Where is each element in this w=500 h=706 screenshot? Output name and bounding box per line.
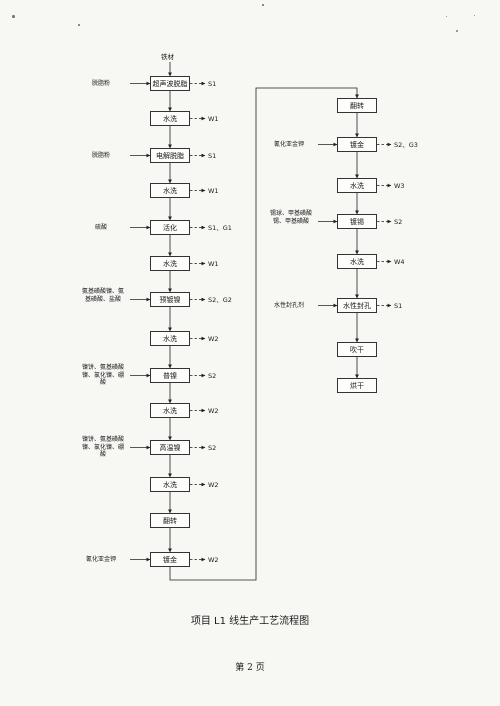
left_column-step-6-outputs: S2、G2 bbox=[208, 295, 232, 304]
right_column-step-7-box: 烘干 bbox=[337, 378, 377, 393]
left_column-step-9-box: 水洗 bbox=[150, 403, 190, 418]
left_column-step-11-box: 水洗 bbox=[150, 477, 190, 492]
right_column-step-5-input: 水性封孔剂 bbox=[273, 301, 304, 309]
left_column-step-3-box: 水洗 bbox=[150, 183, 190, 198]
right_column-step-1-outputs: S2、G3 bbox=[394, 140, 418, 149]
scan-speck bbox=[78, 24, 80, 26]
scan-speck bbox=[262, 4, 264, 6]
left_column-step-8-box: 普镍 bbox=[150, 368, 190, 383]
scan-speck bbox=[446, 16, 448, 18]
left_column-step-0-outputs: S1 bbox=[208, 79, 217, 88]
left_column-step-4-input: 硫酸 bbox=[94, 223, 107, 231]
left_column-step-10-box: 高温镍 bbox=[150, 440, 190, 455]
right_column-step-1-box: 镀金 bbox=[337, 137, 377, 152]
right_column-step-3-box: 镀锡 bbox=[337, 214, 377, 229]
left_column-step-6-box: 预镀镍 bbox=[150, 292, 190, 307]
left_column-step-4-box: 活化 bbox=[150, 220, 190, 235]
left_column-step-0-box: 超声波脱脂 bbox=[150, 76, 190, 91]
right_column-step-4-outputs: W4 bbox=[394, 257, 405, 266]
left_column-step-0-input: 脱脂粉 bbox=[91, 79, 110, 87]
left_column-step-4-outputs: S1、G1 bbox=[208, 223, 232, 232]
scan-speck bbox=[456, 30, 459, 33]
left_column-step-6-input: 氨基磺酸镍、​氨基磺酸、​盐酸 bbox=[81, 288, 124, 303]
right_column-step-1-input: 氰化亚金钾 bbox=[273, 140, 304, 148]
left_column-step-13-input: 氰化亚金钾 bbox=[85, 555, 116, 563]
left_column-step-5-outputs: W1 bbox=[208, 259, 219, 268]
right_column-step-4-box: 水洗 bbox=[337, 254, 377, 269]
right_column-step-6-box: 吹干 bbox=[337, 342, 377, 357]
left_column-step-7-box: 水洗 bbox=[150, 331, 190, 346]
left_column-step-2-outputs: S1 bbox=[208, 151, 217, 160]
left_column-step-11-outputs: W2 bbox=[208, 480, 219, 489]
page-number: 第 2 页 bbox=[235, 663, 265, 673]
left_column-step-2-input: 脱脂粉 bbox=[91, 151, 110, 159]
right_column-step-2-outputs: W3 bbox=[394, 181, 405, 190]
left_column-step-13-box: 镀金 bbox=[150, 552, 190, 567]
left_column-step-7-outputs: W2 bbox=[208, 334, 219, 343]
scan-speck bbox=[12, 15, 15, 18]
right_column-step-5-box: 水性封孔 bbox=[337, 298, 377, 313]
left_column-step-1-outputs: W1 bbox=[208, 114, 219, 123]
left_column-step-5-box: 水洗 bbox=[150, 256, 190, 271]
left_column-step-10-input: 镍饼、​氨基磺酸镍、​氯化镍、​硼酸 bbox=[81, 436, 124, 459]
diagram-caption: 项目 L1 线生产工艺流程图 bbox=[190, 616, 310, 627]
right_column-step-3-input: 锡球、​甲基磺酸锡、​甲基磺酸 bbox=[269, 210, 312, 225]
left_column-step-12-box: 翻转 bbox=[150, 513, 190, 528]
left_column-step-1-box: 水洗 bbox=[150, 111, 190, 126]
left_column-step-13-outputs: W2 bbox=[208, 555, 219, 564]
right_column-step-2-box: 水洗 bbox=[337, 178, 377, 193]
right_column-step-5-outputs: S1 bbox=[394, 301, 403, 310]
left_column-step-8-input: 镍饼、​氨基磺酸镍、​氯化镍、​硼酸 bbox=[81, 364, 124, 387]
left_column-step-9-outputs: W2 bbox=[208, 406, 219, 415]
right_column-step-0-box: 翻转 bbox=[337, 98, 377, 113]
scan-speck bbox=[474, 15, 476, 17]
left_column-step-8-outputs: S2 bbox=[208, 371, 217, 380]
left_column-step-2-box: 电解脱脂 bbox=[150, 148, 190, 163]
left_column-step-10-outputs: S2 bbox=[208, 443, 217, 452]
top-input-label: 铁材 bbox=[161, 53, 174, 61]
left_column-step-3-outputs: W1 bbox=[208, 186, 219, 195]
right_column-step-3-outputs: S2 bbox=[394, 217, 403, 226]
column-link-arrow bbox=[169, 87, 359, 581]
